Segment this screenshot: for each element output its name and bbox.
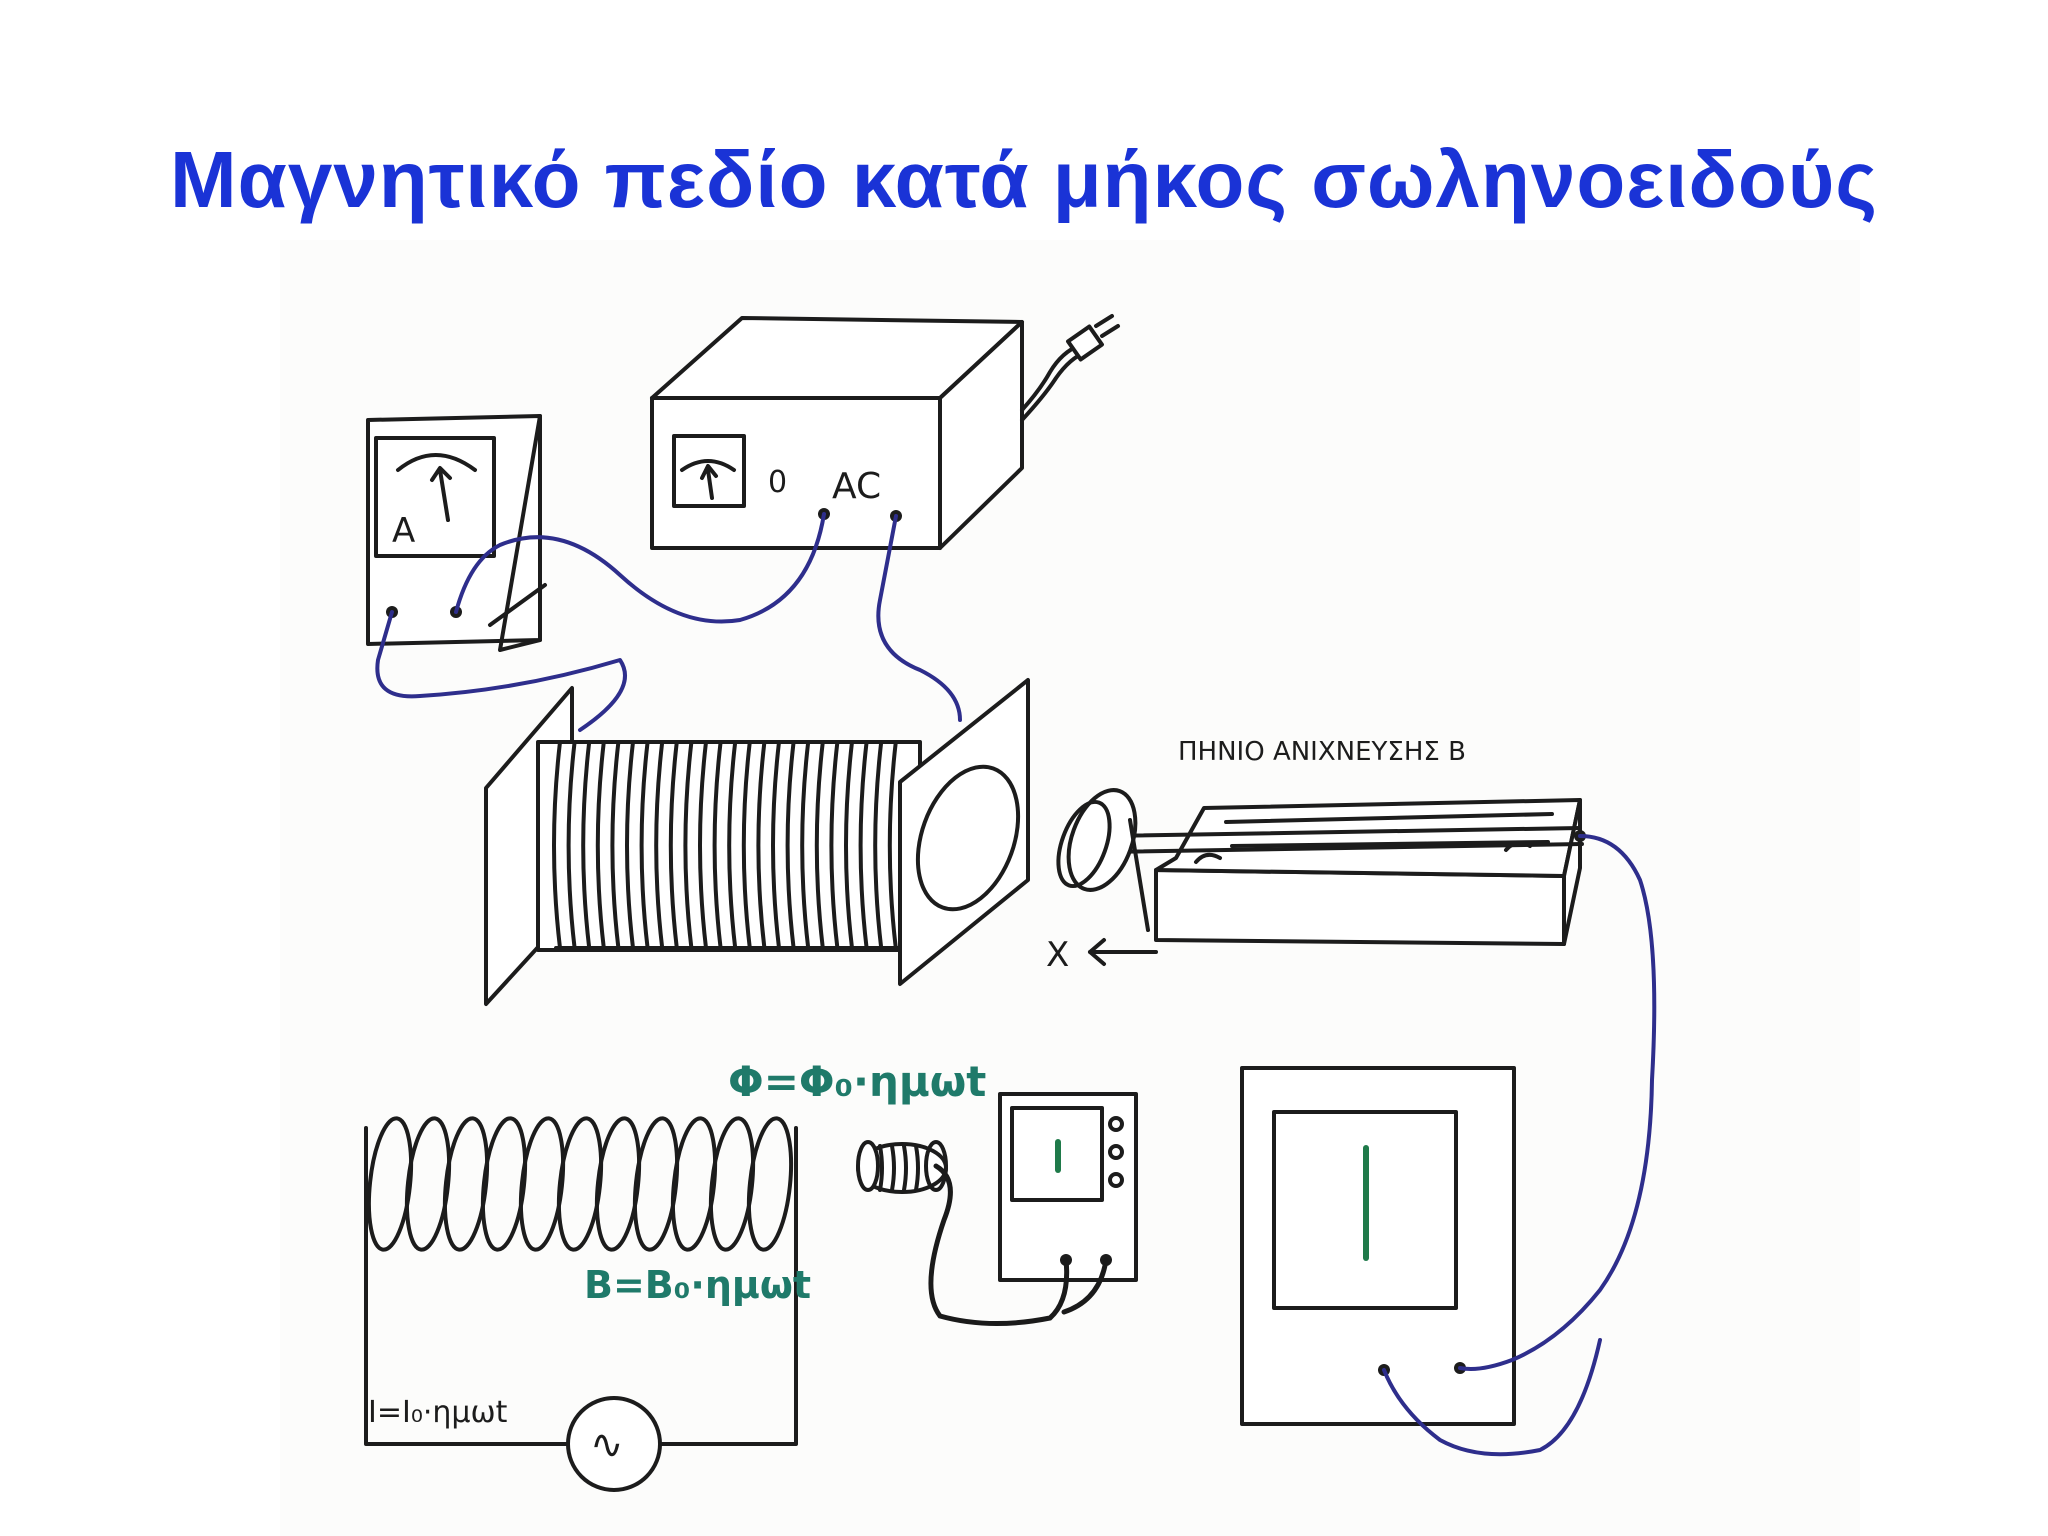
solenoid <box>484 678 1030 1006</box>
detection-coil-label: ΠΗΝΙΟ ΑΝΙΧΝΕΥΣΗΣ B <box>1178 737 1466 767</box>
solenoid-winding <box>581 740 592 950</box>
solenoid-winding <box>639 740 650 950</box>
small-oscilloscope <box>998 1092 1138 1282</box>
circuit-coil-loop <box>480 1116 528 1252</box>
circuit-coil-loop <box>670 1116 718 1252</box>
solenoid-winding <box>727 740 738 950</box>
solenoid-winding <box>829 740 840 950</box>
solenoid-winding <box>873 740 884 950</box>
solenoid-winding <box>785 740 796 950</box>
solenoid-winding <box>698 740 708 950</box>
circuit-coil-loop <box>632 1116 680 1252</box>
solenoid-winding <box>887 740 898 950</box>
solenoid-winding <box>814 740 825 950</box>
ac-source-symbol: ∿ <box>590 1422 624 1468</box>
solenoid-winding <box>712 740 723 950</box>
flux-equation: Φ=Φ₀·ημωt <box>728 1057 986 1106</box>
circuit-coil-loop <box>442 1116 490 1252</box>
small-probe-coil <box>856 1140 948 1194</box>
ammeter-label: A <box>392 511 415 551</box>
solenoid-winding <box>668 740 679 950</box>
ammeter: A <box>366 414 547 652</box>
solenoid-winding <box>625 740 635 950</box>
solenoid-winding <box>552 740 562 950</box>
solenoid-winding <box>683 740 694 950</box>
solenoid-winding <box>771 740 781 950</box>
circuit-coil-loop <box>404 1116 452 1252</box>
ac-label: AC <box>832 466 881 507</box>
dc-label: 0 <box>768 465 787 500</box>
circuit-coil-loop <box>366 1116 414 1252</box>
circuit-coil-loop <box>556 1116 604 1252</box>
circuit-coil-loop <box>518 1116 566 1252</box>
solenoid-winding <box>741 740 752 950</box>
solenoid-winding <box>610 740 621 950</box>
solenoid-winding <box>844 740 854 950</box>
axis-x-label: X <box>1046 935 1069 975</box>
solenoid-winding <box>654 740 665 950</box>
solenoid-winding <box>595 740 606 950</box>
coil-circuit: ∿ I=I₀·ημωt B=B₀·ημωt Φ=Φ₀·ημωt <box>364 1057 986 1492</box>
power-supply: 0 AC <box>650 314 1120 550</box>
large-oscilloscope <box>1240 1066 1516 1426</box>
page-title: Μαγνητικό πεδίο κατά μήκος σωληνοειδούς <box>170 135 1878 224</box>
wires <box>375 512 1657 1457</box>
field-equation: B=B₀·ημωt <box>584 1263 811 1307</box>
solenoid-winding <box>756 740 767 950</box>
circuit-coil-loop <box>708 1116 756 1252</box>
current-equation: I=I₀·ημωt <box>368 1395 508 1430</box>
detection-probe: ΠΗΝΙΟ ΑΝΙΧΝΕΥΣΗΣ B X <box>1046 737 1586 975</box>
circuit-coil-loop <box>746 1116 794 1252</box>
circuit-coil-loop <box>594 1116 642 1252</box>
solenoid-winding <box>566 740 577 950</box>
solenoid-winding <box>858 740 869 950</box>
solenoid-winding <box>800 740 811 950</box>
